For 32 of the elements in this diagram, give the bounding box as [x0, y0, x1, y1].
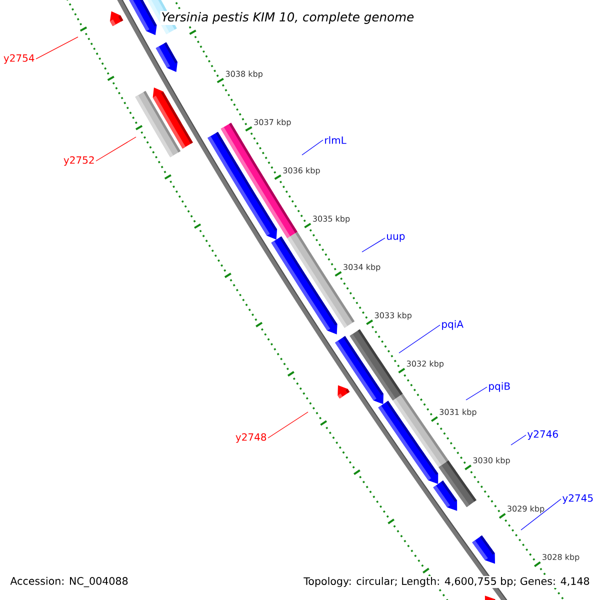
gene-label: y2752 — [64, 156, 94, 166]
tick-label: 3031 kbp — [440, 408, 476, 417]
tick-label: 3032 kbp — [406, 360, 444, 368]
leader-line — [466, 386, 488, 400]
gene-label: y2745 — [562, 494, 593, 504]
title: Yersinia pestis KIM 10, complete genome — [160, 11, 416, 25]
tick-label: 3029 kbp — [508, 505, 544, 514]
leader-line — [520, 498, 562, 530]
tick-label: 3033 kbp — [374, 312, 412, 320]
gene-label: y2746 — [528, 430, 558, 440]
tick-label: 3034 kbp — [344, 264, 380, 272]
gene-label: y2748 — [236, 433, 266, 443]
footer-text: Accession: NC_004088 — [9, 576, 130, 588]
tick-label: 3036 kbp — [283, 167, 320, 175]
leader-line — [362, 238, 386, 252]
leader-line — [36, 36, 78, 60]
tick-label: 3028 kbp — [542, 554, 580, 562]
leader-line — [268, 412, 308, 438]
footer-text: Topology: circular; Length: 4,600,755 bp; Genes: 4,148 — [302, 576, 591, 588]
gene-label: y2754 — [4, 54, 34, 64]
tick-label: 3030 kbp — [473, 457, 510, 465]
leader-line — [96, 136, 136, 162]
tick-label: 3037 kbp — [254, 118, 291, 127]
leader-line — [398, 324, 440, 354]
tick-label: 3038 kbp — [226, 70, 262, 78]
leader-line — [302, 140, 324, 156]
gene-label: uup — [387, 234, 405, 242]
gene-label: pqiB — [489, 382, 510, 392]
gene-label: rlmL — [325, 136, 346, 144]
gene-label: pqiA — [442, 320, 464, 330]
tick-label: 3035 kbp — [313, 216, 350, 224]
leader-line — [510, 434, 526, 446]
